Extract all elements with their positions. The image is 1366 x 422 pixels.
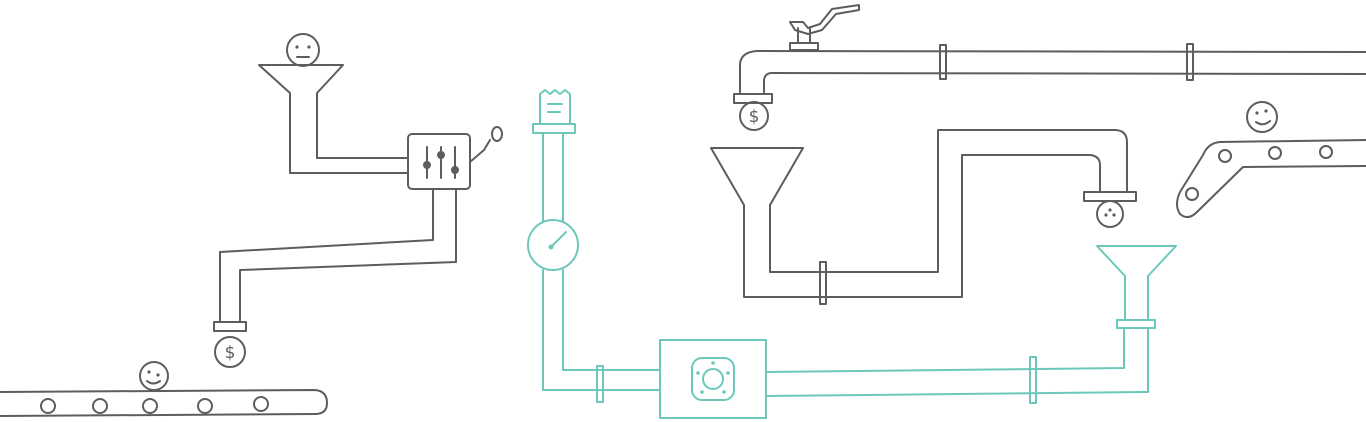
valve-handle-icon [789, 4, 860, 51]
left-conveyor-belt [0, 389, 328, 417]
left-funnel-icon [258, 64, 409, 174]
receipt-icon [539, 89, 571, 125]
teal-joint-3 [1116, 319, 1156, 329]
teal-pipe-to-funnel [765, 329, 1149, 397]
teal-vertical-pipe-upper [542, 132, 564, 222]
mixer-box-icon [407, 126, 503, 190]
right-nozzle [1083, 191, 1137, 202]
pressure-gauge-icon [527, 219, 579, 271]
top-pipe-joint-1 [939, 44, 947, 80]
middle-pipe-joint [819, 261, 827, 305]
left-nozzle [213, 321, 247, 332]
dollar-bag-icon: $ [739, 101, 769, 131]
top-long-pipe [739, 50, 1366, 95]
left-descending-pipe [219, 188, 457, 323]
right-conveyor-belt [1176, 139, 1366, 218]
right-pipeline: $ [710, 4, 1366, 305]
teal-joint-1 [596, 365, 604, 403]
dollar-coin-icon: $ [214, 336, 246, 368]
teal-joint-2 [1029, 356, 1037, 404]
neutral-face-icon [286, 33, 320, 67]
right-funnel-icon [1096, 245, 1177, 321]
right-smiley-icon [1246, 101, 1278, 133]
blower-box-icon [659, 339, 767, 419]
smiley-face-icon [139, 361, 169, 391]
teal-pipe-cap [532, 123, 576, 134]
face-under-nozzle-icon [1096, 200, 1124, 228]
left-pipeline: $ [0, 33, 503, 417]
bag-symbol: $ [749, 107, 760, 127]
top-pipe-joint-2 [1186, 43, 1194, 81]
teal-pipeline [527, 89, 1177, 419]
teal-pipe-to-box [542, 269, 661, 391]
middle-funnel-icon [710, 129, 1128, 298]
coin-symbol: $ [225, 343, 236, 363]
